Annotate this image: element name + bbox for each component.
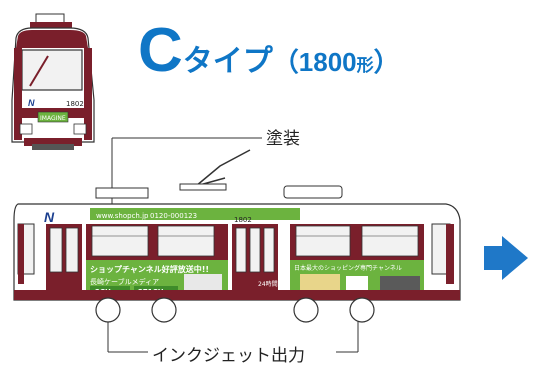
front-number: 1802 xyxy=(66,100,84,108)
front-logo: N xyxy=(28,98,35,108)
type-kana: タイプ xyxy=(182,44,273,79)
ad-phone: 0120-000123 xyxy=(150,212,197,220)
tram-front-view: N 1802 IMAGINE xyxy=(11,13,95,150)
side-logo: N xyxy=(44,209,55,225)
type-letter: C xyxy=(138,16,183,85)
paren-open: （ xyxy=(272,48,299,78)
ad-main: ショップチャンネル好評放送中!! xyxy=(90,264,209,274)
front-panel-text: IMAGINE xyxy=(40,115,66,122)
paren-close: ） xyxy=(373,48,400,78)
side-number: 1802 xyxy=(234,216,252,224)
ad-right: 日本最大のショッピング専門チャンネル xyxy=(294,264,402,272)
model-number: 1800 xyxy=(298,47,357,77)
type-heading: Cタイプ（1800形） xyxy=(138,20,400,82)
right-arrow-icon xyxy=(484,236,528,280)
tram-side-view: www.shopch.jp 0120-000123 N 1802 xyxy=(13,149,461,323)
model-suffix: 形 xyxy=(356,56,374,76)
paint-label: 塗装 xyxy=(266,129,300,149)
ad-url: www.shopch.jp xyxy=(96,212,149,220)
inkjet-label: インクジェット出力 xyxy=(152,346,305,366)
ad-hours: 24時間放送 xyxy=(258,280,290,288)
ad-sub: 長崎ケーブルメディア xyxy=(90,277,159,286)
